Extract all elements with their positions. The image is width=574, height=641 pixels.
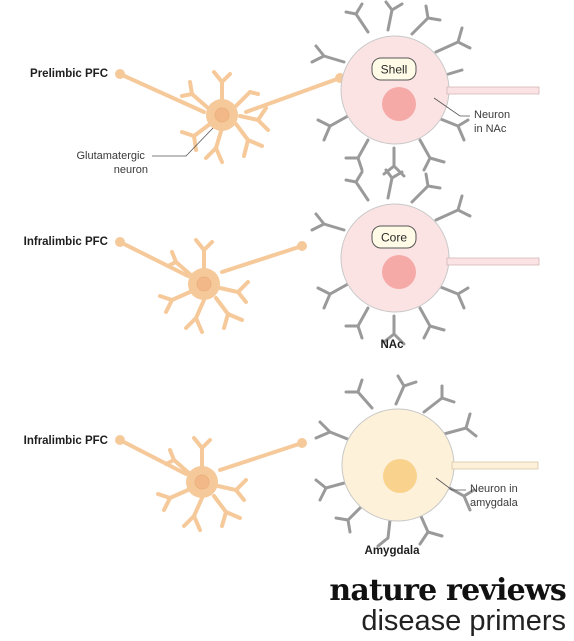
axon-to-amygdala (218, 441, 304, 472)
glutamatergic-nucleus (214, 107, 230, 123)
axon-terminal (297, 241, 307, 251)
nac-neuron-dendrites (310, 168, 472, 346)
nac-neuron-dendrites (310, 0, 472, 178)
panel-infralimbic-core: Infralimbic PFC (24, 168, 540, 351)
region-tag: Core (381, 231, 407, 245)
glutamatergic-nucleus (194, 474, 210, 490)
nac-axon (446, 257, 540, 266)
glutamatergic-neuron (158, 238, 250, 334)
axon-to-nac (244, 76, 342, 114)
logo-line-1: nature reviews (329, 573, 566, 608)
region-label: Amygdala (365, 545, 421, 557)
axon-terminal (115, 69, 125, 79)
amygdala-nucleus (383, 459, 417, 493)
source-label: Infralimbic PFC (24, 435, 108, 447)
region-tag: Shell (381, 63, 408, 77)
axon-terminal (297, 438, 307, 448)
nac-nucleus (382, 87, 416, 121)
nac-axon (446, 86, 540, 95)
glutamatergic-neuron (180, 70, 270, 164)
callout-line (152, 127, 214, 157)
dendrite-to-source-label (118, 438, 188, 476)
source-label: Prelimbic PFC (30, 68, 108, 80)
callout-text: Glutamatergic neuron (76, 150, 148, 176)
callout-line (433, 97, 470, 117)
amygdala-axon (451, 461, 539, 470)
panel-infralimbic-amygdala: Infralimbic PFC (24, 374, 539, 557)
callout-text: Neuron in amygdala (470, 483, 521, 509)
region-tag-box (371, 57, 417, 81)
dendrite-to-source-label (118, 72, 206, 114)
callout-text: Neuron in NAc (474, 109, 513, 135)
axon-terminal (115, 435, 125, 445)
glutamatergic-nucleus (196, 276, 212, 292)
glutamatergic-neuron (156, 436, 248, 532)
amygdala-neuron-dendrites (314, 374, 478, 548)
source-label: Infralimbic PFC (24, 236, 108, 248)
panel-prelimbic-shell: Prelimbic PFC Glutamatergic neuron (30, 0, 540, 178)
callout-line (435, 477, 466, 491)
region-label: NAc (380, 339, 404, 351)
axon-terminal (115, 237, 125, 247)
axon-to-nac (220, 244, 304, 274)
dendrite-to-source-label (118, 240, 190, 278)
nac-nucleus (382, 255, 416, 289)
logo-line-2: disease primers (361, 605, 566, 637)
publisher-logo: nature reviews disease primers (329, 573, 566, 637)
region-tag-box (371, 225, 417, 249)
